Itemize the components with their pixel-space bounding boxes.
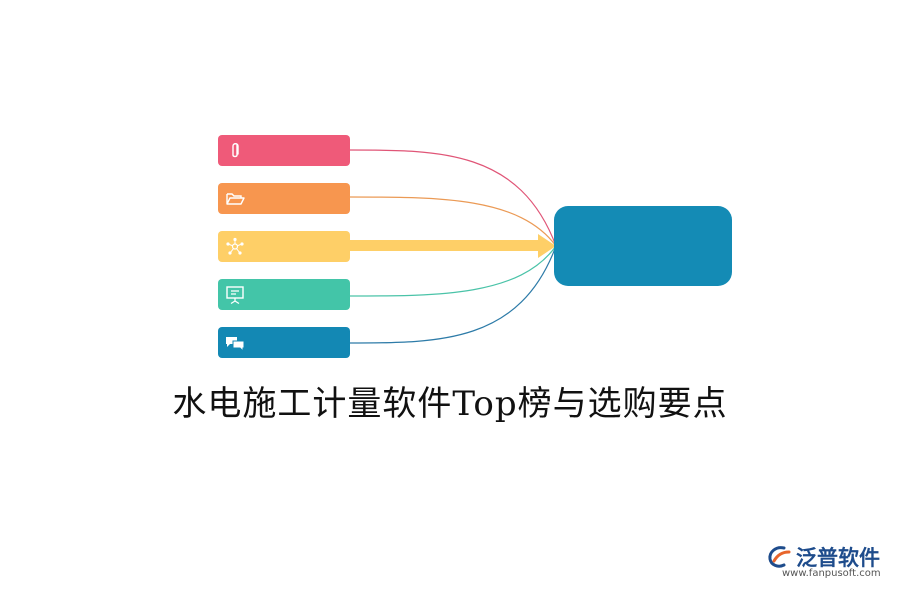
connector-3 <box>350 240 540 251</box>
page-title: 水电施工计量软件Top榜与选购要点 <box>172 384 728 424</box>
connector-4 <box>349 245 557 297</box>
presentation-board-icon <box>226 286 244 305</box>
hub-box <box>554 206 732 286</box>
connector-3-arrowhead <box>538 234 556 258</box>
brand-url: www.fanpusoft.com <box>782 568 881 579</box>
network-icon <box>226 237 244 255</box>
brand-name: 泛普软件 <box>796 546 880 570</box>
item-bar-3 <box>218 231 350 262</box>
connector-2 <box>349 196 557 247</box>
brand-logo: 泛普软件 www.fanpusoft.com <box>766 544 890 579</box>
item-bar-2 <box>218 183 350 214</box>
chat-bubbles-icon <box>226 337 245 353</box>
item-bar-4 <box>218 279 350 310</box>
item-bar-5 <box>218 327 350 358</box>
connector-1 <box>349 149 557 247</box>
folder-open-icon <box>226 193 245 205</box>
item-bar-1 <box>218 135 350 166</box>
paperclip-icon <box>232 143 239 158</box>
fanpu-logo-icon <box>768 546 791 568</box>
connector-5 <box>349 245 557 344</box>
